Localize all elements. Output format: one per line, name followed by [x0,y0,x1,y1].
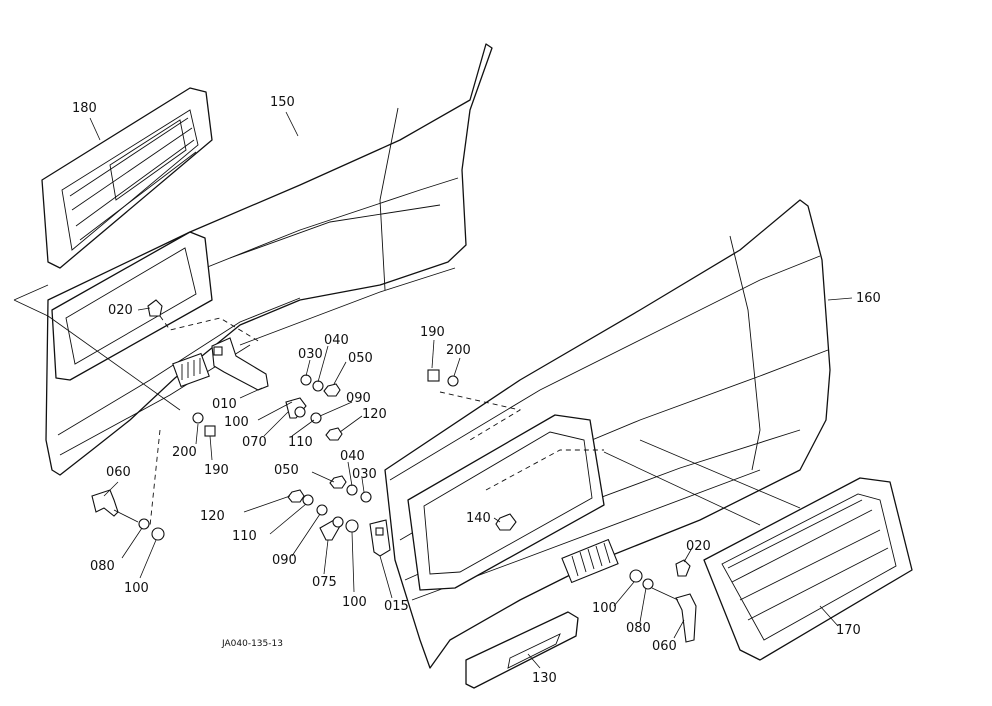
figure-code: JA040-135-13 [221,639,283,649]
callout-120: 120 [200,509,225,524]
callout-010: 010 [212,397,237,412]
callout-170: 170 [836,623,861,638]
callout-140: 140 [466,511,491,526]
callout-180: 180 [72,101,97,116]
callout-070: 070 [242,435,267,450]
callout-200: 200 [446,343,471,358]
callout-050: 050 [274,463,299,478]
callout-100: 100 [342,595,367,610]
callout-080: 080 [90,559,115,574]
callout-040: 040 [340,449,365,464]
callout-160: 160 [856,291,881,306]
callout-020: 020 [108,303,133,318]
callout-110: 110 [288,435,313,450]
fasteners [91,299,697,643]
leader-lines [13,111,853,669]
callout-050: 050 [348,351,373,366]
callout-015: 015 [384,599,409,614]
callout-030: 030 [298,347,323,362]
right-grille-170 [703,477,913,661]
callout-020: 020 [686,539,711,554]
callout-110: 110 [232,529,257,544]
callout-060: 060 [652,639,677,654]
right-side-panel-160 [384,199,831,669]
left-grille-180 [41,87,213,269]
callout-190: 190 [420,325,445,340]
callout-100: 100 [124,581,149,596]
callout-090: 090 [346,391,371,406]
callout-040: 040 [324,333,349,348]
callout-100: 100 [224,415,249,430]
assembly-lines [149,315,604,527]
left-side-panel-150 [45,43,493,476]
callout-075: 075 [312,575,337,590]
callout-200: 200 [172,445,197,460]
callout-130: 130 [532,671,557,686]
bottom-plate-130 [465,611,579,689]
callout-120: 120 [362,407,387,422]
callout-030: 030 [352,467,377,482]
callout-190: 190 [204,463,229,478]
callout-labels: 180 150 020 030 040 050 010 090 100 120 … [72,95,881,686]
callout-060: 060 [106,465,131,480]
callout-150: 150 [270,95,295,110]
callout-100: 100 [592,601,617,616]
callout-090: 090 [272,553,297,568]
callout-080: 080 [626,621,651,636]
